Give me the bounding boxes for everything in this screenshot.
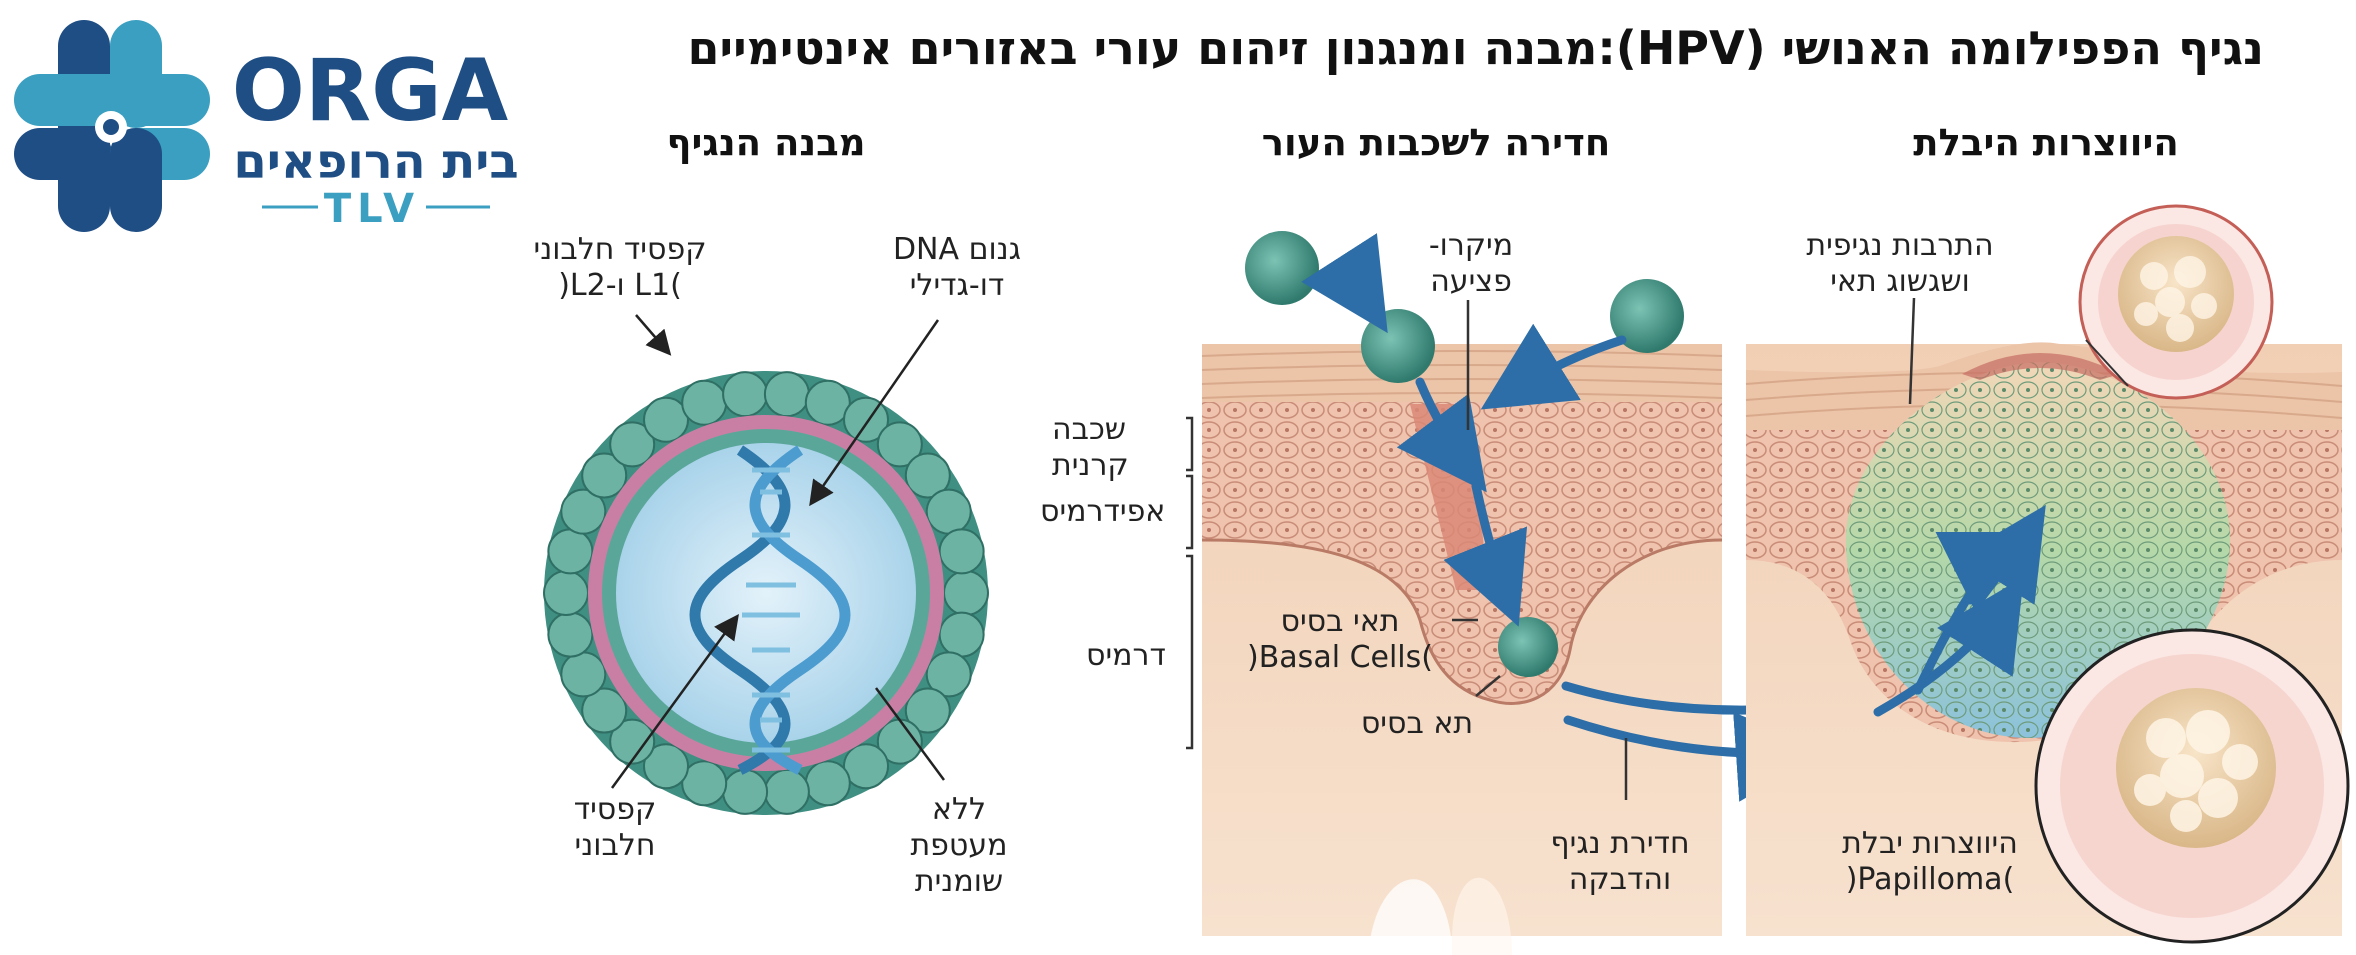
dna-helix <box>689 445 851 775</box>
capsomere <box>543 570 589 616</box>
pointer-capsid <box>610 613 739 789</box>
label-epidermis: אפידרמיס <box>1040 494 1166 529</box>
pointer-dna <box>809 319 940 507</box>
logo-subtitle: בית הרופאים <box>233 134 518 190</box>
capsomere <box>643 396 689 443</box>
label-proliferation: התרבות נגיפית ושגשוג תאי <box>1806 228 1994 299</box>
capsomere <box>904 687 951 734</box>
pointer-capsid-l1l2 <box>635 314 672 356</box>
layer-brackets <box>1186 416 1194 750</box>
proliferation-arrows <box>1873 504 2046 717</box>
label-micro-tear: מיקרו- פציעה <box>1428 228 1514 299</box>
capsomere <box>547 528 594 575</box>
capsomere <box>581 452 628 499</box>
closeup-connector-top <box>2085 339 2129 387</box>
logo-tag: TLV <box>324 186 420 232</box>
capsomere <box>938 528 985 575</box>
wart-closeup-top <box>2078 204 2274 400</box>
capsomere <box>925 651 972 698</box>
label-basal-cells: תאי בסיס (Basal Cells) <box>1247 604 1433 675</box>
label-dermis: דרמיס <box>1086 638 1166 673</box>
capsomere <box>581 687 628 734</box>
orga-logo <box>14 20 210 232</box>
label-capsid: קפסיד חלבוני <box>573 792 657 863</box>
label-basal-cell: תא בסיס <box>1360 706 1474 741</box>
capsomere <box>943 570 989 616</box>
pointer-proliferation <box>1908 297 1916 405</box>
capsomere <box>904 452 951 499</box>
capsomere-ring <box>543 371 989 815</box>
capsomere <box>722 768 769 815</box>
virus-particles <box>1245 231 1684 677</box>
virus-diagram <box>543 371 989 815</box>
label-capsid-l1l2: קפסיד חלבוני (L2-ו L1) <box>533 232 707 303</box>
capsomere <box>560 651 607 698</box>
capsomere <box>722 371 769 418</box>
capsomere <box>925 488 972 535</box>
pointer-no-envelope <box>874 687 946 781</box>
capsomere <box>876 421 923 468</box>
capsomere <box>681 379 728 426</box>
capsomere <box>681 760 728 807</box>
capsomere <box>763 371 810 418</box>
label-no-envelope: ללא מעטפת שומנית <box>910 792 1008 899</box>
pointer-basal-cell <box>1475 675 1501 697</box>
capsomere <box>547 611 594 658</box>
capsomere <box>643 743 689 790</box>
logo-brand: ORGA <box>232 41 509 141</box>
capsomere <box>763 768 810 815</box>
wart-closeup-bottom <box>2034 628 2350 944</box>
capsomere <box>560 488 607 535</box>
section-title-structure: מבנה הנגיף <box>666 121 866 164</box>
label-stratum-corneum: שכבה קרנית <box>1052 412 1129 483</box>
capsomere <box>804 760 851 807</box>
capsomere <box>804 379 851 426</box>
capsomere <box>938 611 985 658</box>
page-title: נגיף הפפילומה האנושי (HPV):מבנה ומנגנון … <box>687 21 2265 75</box>
section-title-wart: היווצרות היבלת <box>1913 121 2179 164</box>
capsomere <box>843 743 889 790</box>
label-dna: גנום DNA דו-גדילי <box>892 232 1022 303</box>
section-title-penetration: חדירה לשכבות העור <box>1261 121 1611 164</box>
skin-penetration-panel <box>1201 344 1723 955</box>
capsomere <box>609 718 656 765</box>
label-entry-attach: חדירת נגיף והדבקה <box>1550 826 1690 897</box>
label-papilloma: היווצרות יבלת (Papilloma) <box>1842 826 2018 897</box>
medical-cross-icon <box>14 20 210 232</box>
capsomere <box>609 421 656 468</box>
